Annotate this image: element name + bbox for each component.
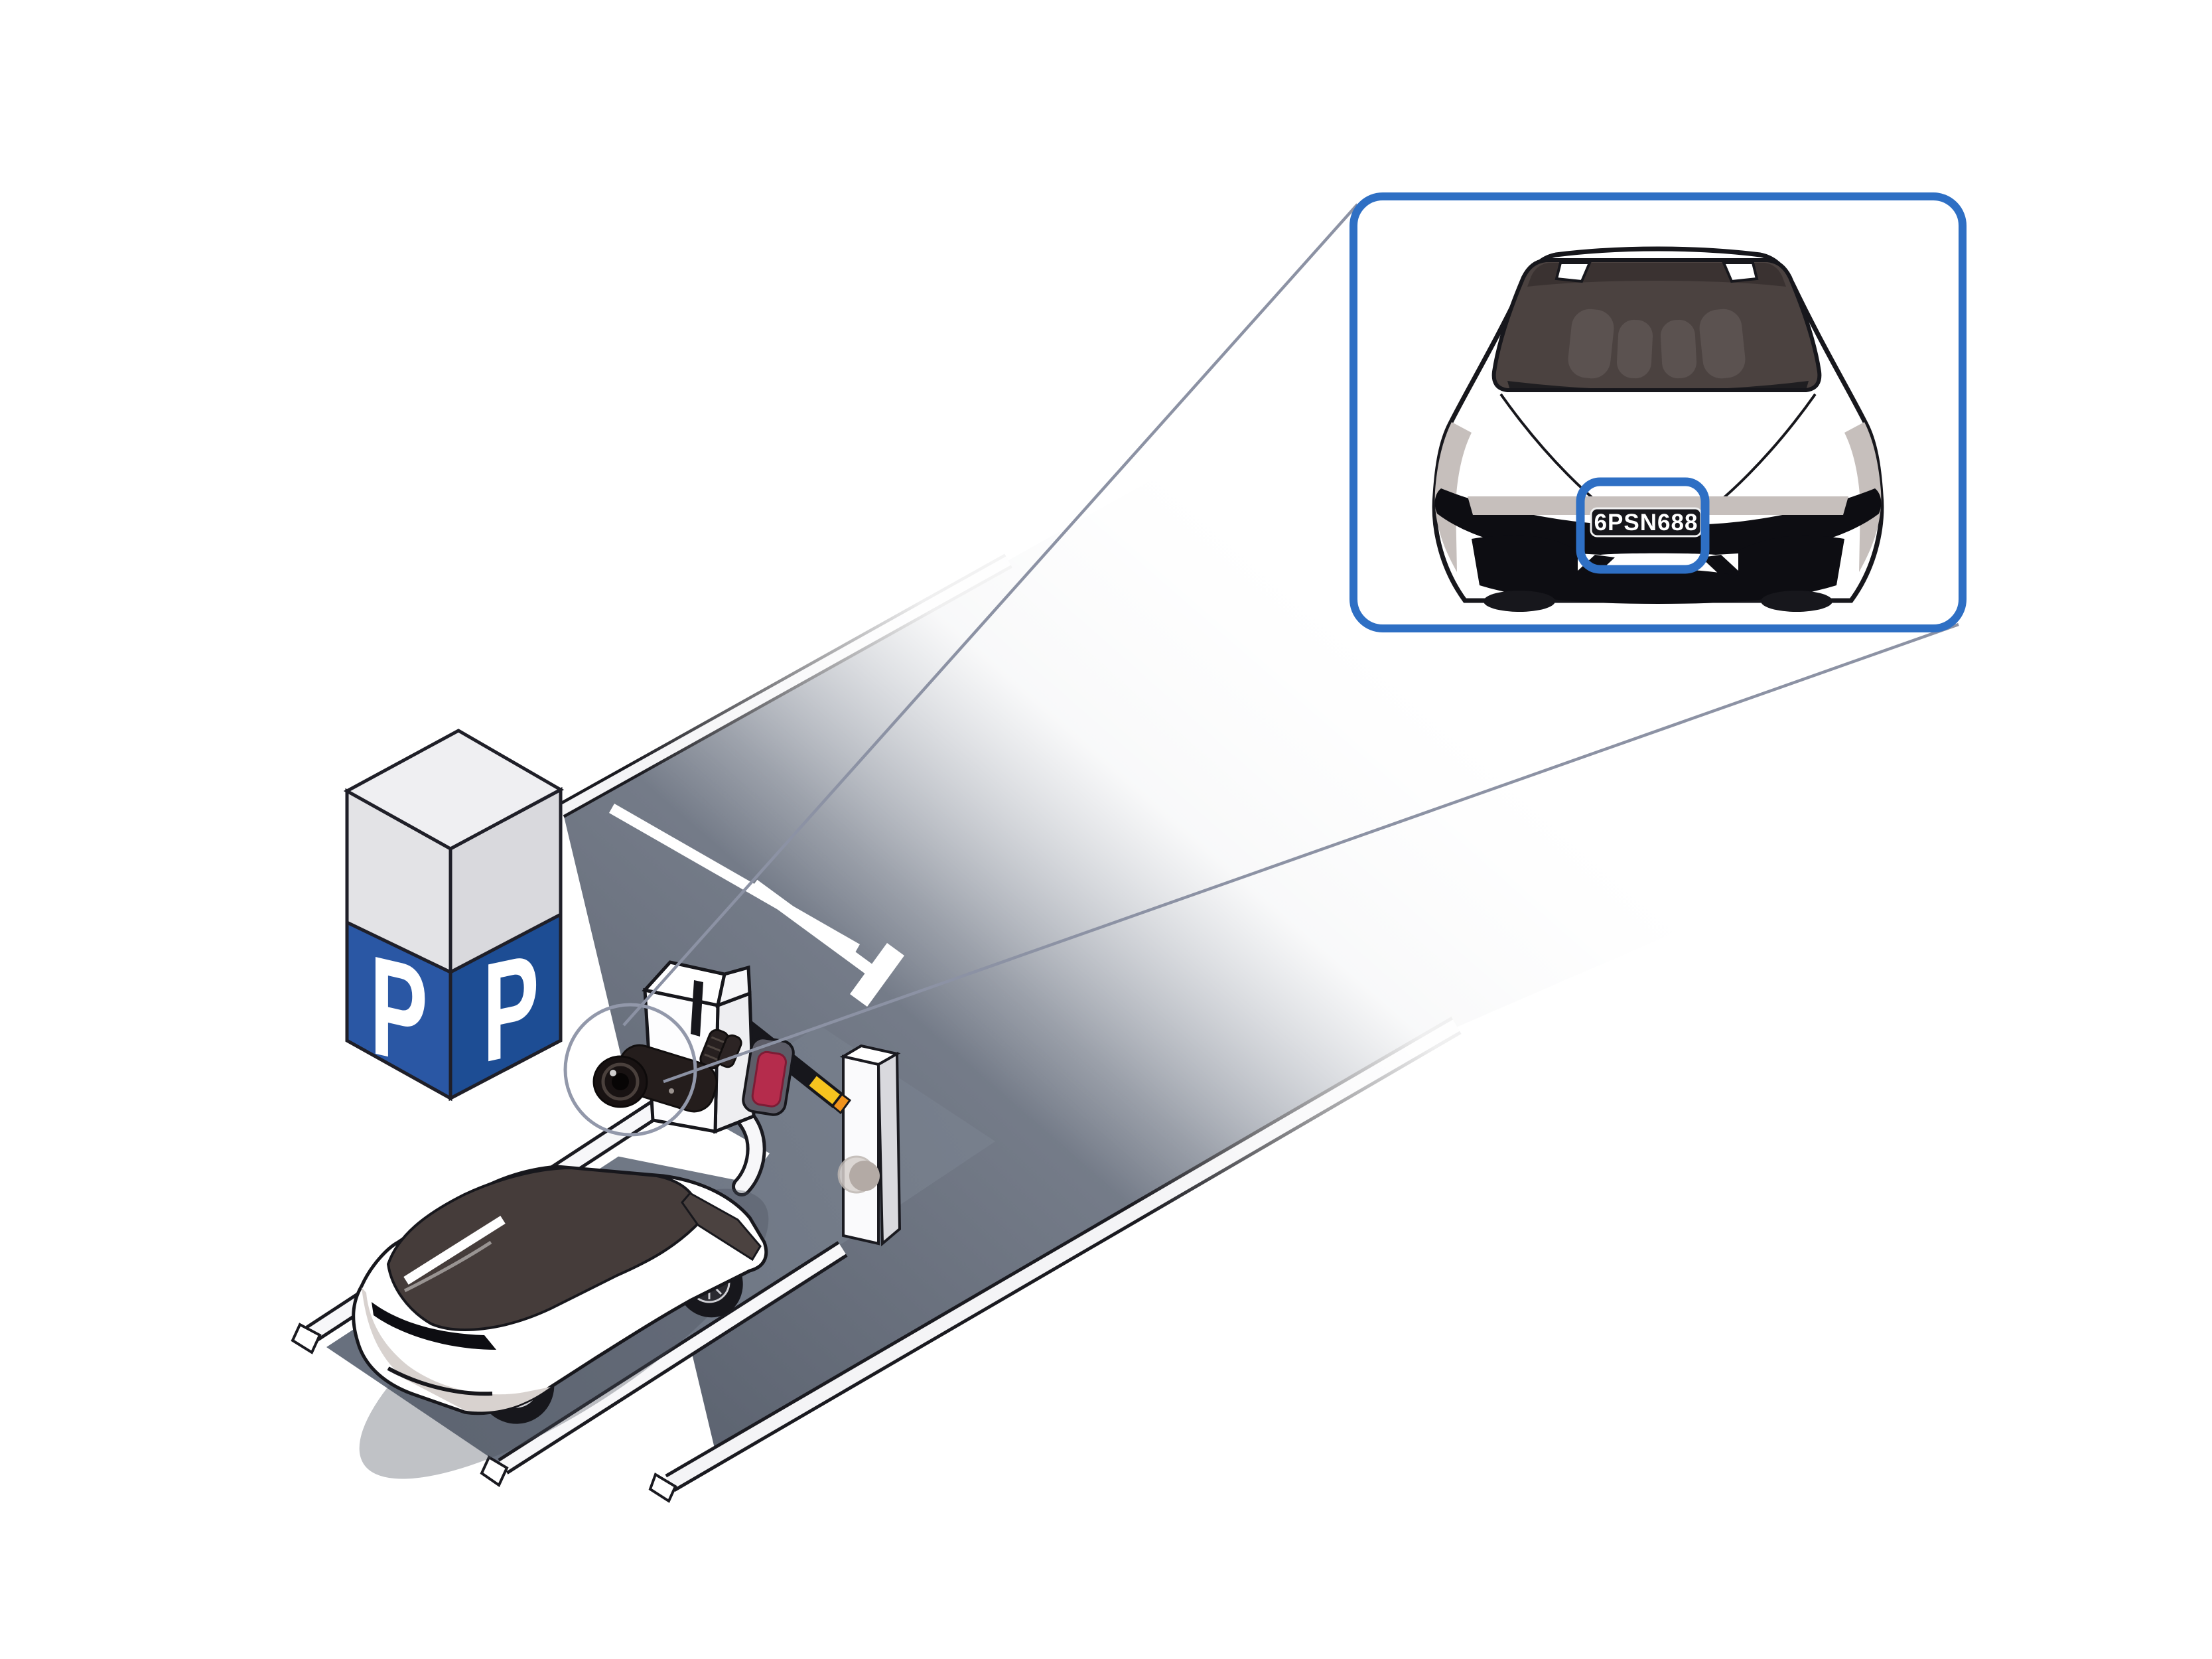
callout-seats xyxy=(1568,309,1746,379)
callout-wheel-left xyxy=(1484,591,1555,612)
plate-highlight-frame xyxy=(1576,477,1710,574)
license-plate-number: 6PSN688 xyxy=(1594,510,1698,536)
callout-roof-notch-left xyxy=(1555,261,1592,283)
callout-cowl-shadow xyxy=(1507,381,1809,390)
callout-roof-notch-right xyxy=(1721,261,1759,283)
leader-line-bottom xyxy=(663,622,1959,1084)
callout-roof-tint xyxy=(1527,263,1786,287)
callout-car-front: 6PSN688 xyxy=(1432,246,1884,612)
callout-bumper-band xyxy=(1468,496,1848,515)
leader-line-top xyxy=(622,203,1359,1027)
callout-headlight-band xyxy=(1434,488,1882,555)
callout-wheel-right xyxy=(1761,591,1832,612)
callout-box: 6PSN688 xyxy=(1349,192,1967,632)
